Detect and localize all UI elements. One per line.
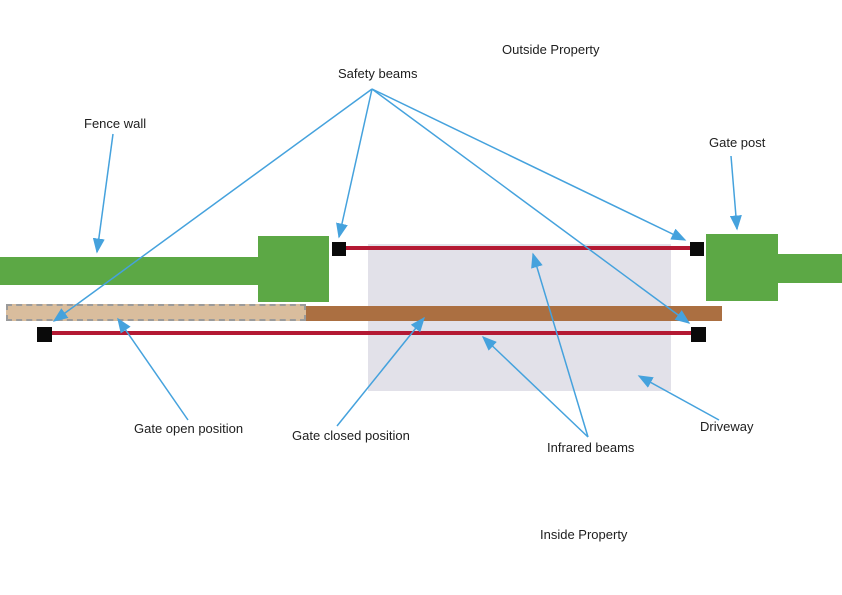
- safety-sensor-top-left: [332, 242, 346, 256]
- gate-closed-position-label: Gate closed position: [292, 428, 410, 443]
- connector-gate-post: [729, 155, 742, 231]
- safety-beams-label: Safety beams: [338, 66, 418, 81]
- driveway-label: Driveway: [700, 419, 754, 434]
- gate-post-right: [706, 234, 778, 301]
- gate-open-position-label: Gate open position: [134, 421, 244, 436]
- connector-fence-wall: [92, 133, 114, 254]
- connector-safety-to-top-left-sensor: [336, 88, 373, 239]
- beam-line-top: [346, 246, 690, 250]
- gate-closed-bar: [306, 306, 722, 321]
- fence-wall-label: Fence wall: [84, 116, 147, 131]
- gate-post-left: [258, 236, 329, 302]
- fence-wall-right: [778, 254, 842, 283]
- safety-sensor-top-right: [690, 242, 704, 256]
- infrared-beams-label: Infrared beams: [547, 440, 635, 455]
- safety-sensor-bottom-right: [691, 327, 706, 342]
- outside-property-label: Outside Property: [502, 42, 600, 57]
- gate-open-bar: [6, 304, 306, 321]
- gate-post-label: Gate post: [709, 135, 766, 150]
- beam-line-bottom: [52, 331, 691, 335]
- connector-safety-to-top-right-sensor: [371, 88, 687, 241]
- inside-property-label: Inside Property: [540, 527, 628, 542]
- safety-sensor-bottom-left: [37, 327, 52, 342]
- fence-wall-left: [0, 257, 258, 285]
